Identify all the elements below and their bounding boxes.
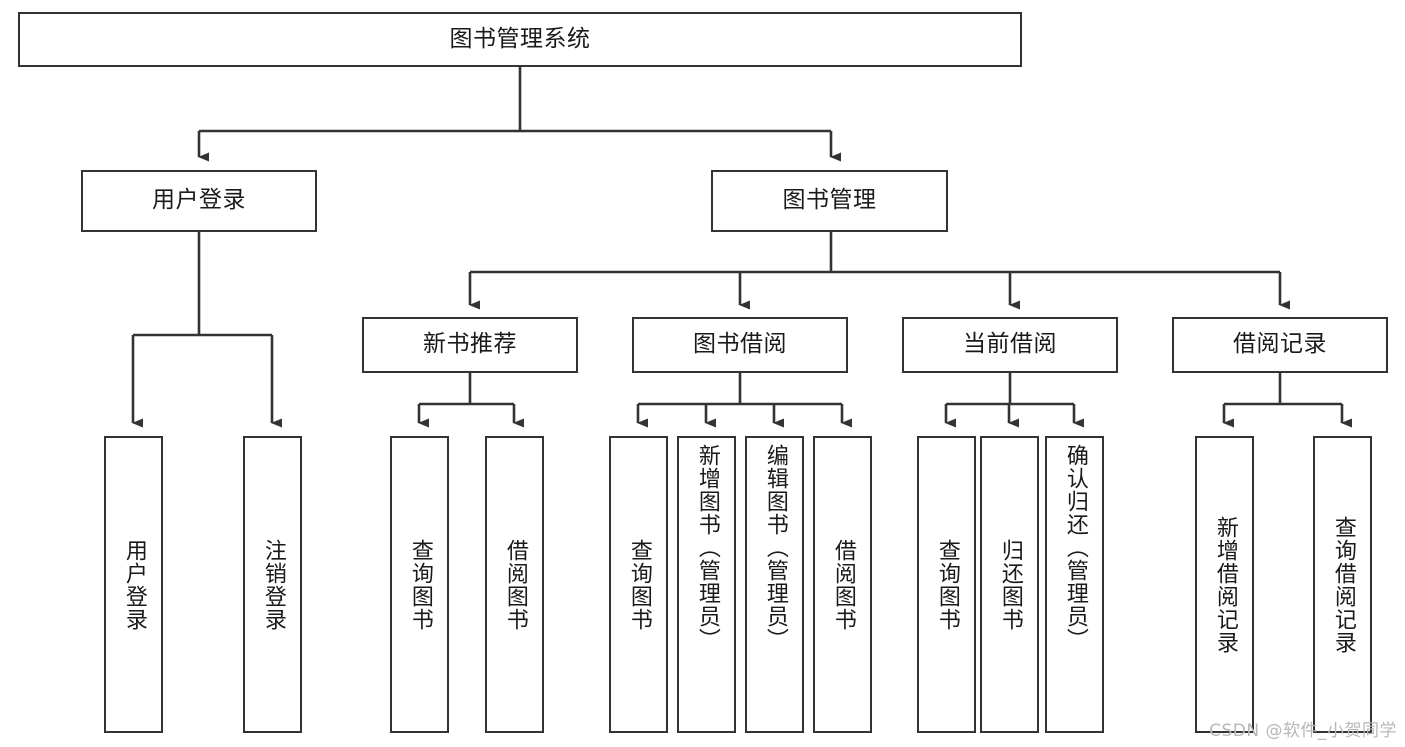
leaf-cb-confirm-return-label: 确认归还（管理员） (1062, 444, 1088, 651)
node-current-borrow[interactable]: 当前借阅 (902, 317, 1118, 373)
leaf-br-add-record-label: 新增借阅记录 (1212, 515, 1238, 654)
leaf-br-add-record[interactable]: 新增借阅记录 (1195, 436, 1254, 733)
leaf-bb-borrow-book[interactable]: 借阅图书 (813, 436, 872, 733)
leaf-user-login[interactable]: 用户登录 (104, 436, 163, 733)
leaf-bb-add-book[interactable]: 新增图书（管理员） (677, 436, 736, 733)
leaf-nb-borrow-book[interactable]: 借阅图书 (485, 436, 544, 733)
leaf-nb-query-book[interactable]: 查询图书 (390, 436, 449, 733)
watermark-text: CSDN @软件_小贺同学 (1209, 721, 1397, 741)
leaf-bb-query-book[interactable]: 查询图书 (609, 436, 668, 733)
leaf-cb-query-book-label: 查询图书 (934, 538, 960, 631)
leaf-bb-add-book-label: 新增图书（管理员） (694, 444, 720, 651)
leaf-user-login-label: 用户登录 (121, 538, 147, 631)
node-book-borrow-label: 图书借阅 (693, 331, 787, 358)
node-new-book-recommend-label: 新书推荐 (423, 331, 517, 358)
leaf-nb-query-book-label: 查询图书 (407, 538, 433, 631)
node-current-borrow-label: 当前借阅 (963, 331, 1057, 358)
leaf-nb-borrow-book-label: 借阅图书 (502, 538, 528, 631)
node-book-manage[interactable]: 图书管理 (711, 170, 948, 232)
leaf-cb-return-book-label: 归还图书 (997, 538, 1023, 631)
leaf-cb-return-book[interactable]: 归还图书 (980, 436, 1039, 733)
leaf-bb-query-book-label: 查询图书 (626, 538, 652, 631)
node-user-login-label: 用户登录 (152, 187, 246, 214)
leaf-br-query-record[interactable]: 查询借阅记录 (1313, 436, 1372, 733)
node-user-login[interactable]: 用户登录 (81, 170, 317, 232)
leaf-cb-confirm-return[interactable]: 确认归还（管理员） (1045, 436, 1104, 733)
node-borrow-record-label: 借阅记录 (1233, 331, 1327, 358)
node-book-manage-label: 图书管理 (782, 187, 877, 214)
leaf-cb-query-book[interactable]: 查询图书 (917, 436, 976, 733)
leaf-logout-label: 注销登录 (260, 538, 286, 631)
node-new-book-recommend[interactable]: 新书推荐 (362, 317, 578, 373)
leaf-bb-borrow-book-label: 借阅图书 (830, 538, 856, 631)
node-book-borrow[interactable]: 图书借阅 (632, 317, 848, 373)
leaf-bb-edit-book-label: 编辑图书（管理员） (762, 444, 788, 651)
leaf-br-query-record-label: 查询借阅记录 (1330, 515, 1356, 654)
node-borrow-record[interactable]: 借阅记录 (1172, 317, 1388, 373)
node-root[interactable]: 图书管理系统 (18, 12, 1022, 67)
leaf-bb-edit-book[interactable]: 编辑图书（管理员） (745, 436, 804, 733)
leaf-logout[interactable]: 注销登录 (243, 436, 302, 733)
node-root-label: 图书管理系统 (449, 25, 591, 52)
